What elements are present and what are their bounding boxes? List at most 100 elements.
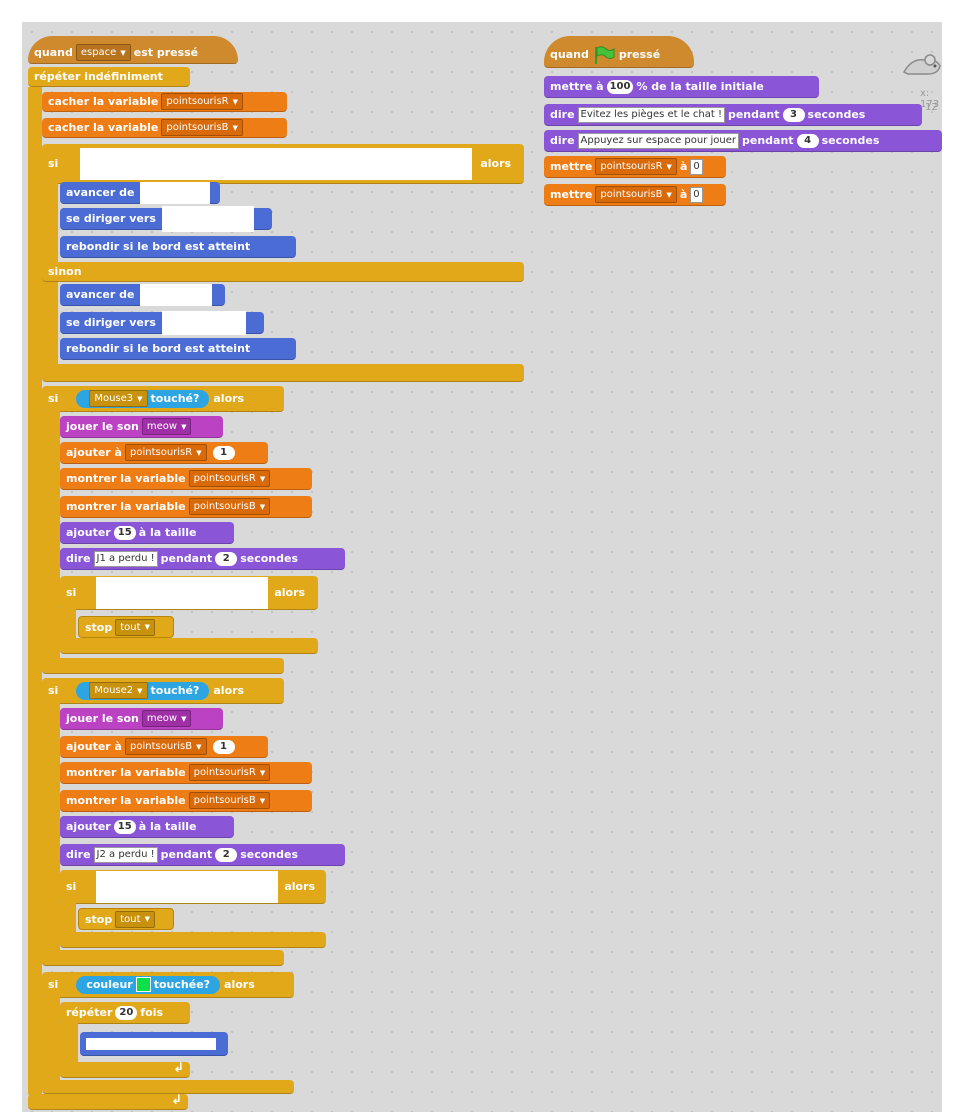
sound-dropdown[interactable]: meow▼ [141, 710, 192, 727]
if-block[interactable]: si alors [60, 870, 326, 904]
when-flag-clicked-hat-block[interactable]: quand pressé [544, 36, 694, 68]
hide-variable-block[interactable]: cacher la variable pointsourisR▼ [42, 92, 287, 112]
say-for-secs-block[interactable]: dire Evitez les pièges et le chat ! pend… [544, 104, 922, 126]
block-label-after: % de la taille initiale [636, 80, 764, 93]
direction-slot[interactable] [161, 205, 254, 232]
value-input[interactable]: 0 [690, 186, 703, 203]
change-variable-block[interactable]: ajouter à pointsourisB▼ 1 [60, 736, 268, 758]
condition-slot[interactable] [96, 870, 279, 903]
play-sound-block[interactable]: jouer le son meow▼ [60, 416, 223, 438]
secs-input[interactable]: 2 [215, 847, 238, 862]
variable-dropdown[interactable]: pointsourisR▼ [124, 444, 207, 461]
say-for-secs-block[interactable]: dire J1 a perdu ! pendant 2 secondes [60, 548, 345, 570]
block-label: avancer de [66, 288, 135, 301]
then-label: alors [224, 978, 255, 991]
variable-dropdown[interactable]: pointsourisR▼ [188, 764, 271, 781]
hide-variable-block[interactable]: cacher la variable pointsourisB▼ [42, 118, 287, 138]
size-input[interactable]: 15 [113, 525, 136, 540]
say-for-secs-block[interactable]: dire Appuyez sur espace pour jouer penda… [544, 130, 942, 152]
if-label: si [48, 684, 59, 697]
show-variable-block[interactable]: montrer la variable pointsourisR▼ [60, 468, 312, 490]
sprite-dropdown[interactable]: Mouse3▼ [89, 390, 148, 407]
say-for-secs-block[interactable]: dire J2 a perdu ! pendant 2 secondes [60, 844, 345, 866]
sound-dropdown[interactable]: meow▼ [141, 418, 192, 435]
steps-slot[interactable] [140, 283, 213, 306]
point-towards-block[interactable]: se diriger vers [60, 205, 272, 232]
stop-option-dropdown[interactable]: tout▼ [115, 910, 155, 928]
stop-block[interactable]: stop tout▼ [78, 616, 174, 638]
bounce-block[interactable]: rebondir si le bord est atteint [60, 236, 296, 258]
touching-color-block[interactable]: couleur touchée? [76, 975, 221, 994]
variable-dropdown[interactable]: pointsourisB▼ [161, 119, 243, 136]
condition-slot[interactable] [96, 576, 269, 609]
secs-input[interactable]: 2 [215, 551, 238, 566]
variable-dropdown[interactable]: pointsourisR▼ [161, 93, 243, 110]
say-text-input[interactable]: Evitez les pièges et le chat ! [577, 106, 725, 123]
dropdown-arrow-icon: ▼ [144, 915, 150, 923]
value-input[interactable]: 1 [212, 445, 235, 460]
show-variable-block[interactable]: montrer la variable pointsourisB▼ [60, 496, 312, 518]
say-text-input[interactable]: J1 a perdu ! [93, 550, 158, 567]
value-input[interactable]: 1 [212, 739, 235, 754]
sprite-dropdown[interactable]: Mouse2▼ [89, 682, 148, 699]
bounce-block[interactable]: rebondir si le bord est atteint [60, 338, 296, 360]
repeat-block[interactable]: répéter 20 fois [60, 1002, 190, 1024]
say-text-input[interactable]: J2 a perdu ! [93, 846, 158, 863]
point-towards-block[interactable]: se diriger vers [60, 310, 264, 335]
loop-arrow-icon: ↲ [171, 1093, 182, 1108]
secs-input[interactable]: 3 [782, 107, 805, 122]
when-key-pressed-hat-block[interactable]: quand espace▼ est pressé [28, 36, 238, 64]
size-input[interactable]: 100 [606, 79, 634, 94]
change-size-block[interactable]: ajouter 15 à la taille [60, 522, 234, 544]
condition-slot[interactable] [80, 147, 473, 180]
scripts-area[interactable]: quand espace▼ est pressé répéter indéfin… [22, 22, 942, 1112]
block-label: avancer de [66, 186, 135, 199]
value-input[interactable]: 0 [690, 158, 703, 175]
key-dropdown[interactable]: espace▼ [75, 44, 131, 61]
direction-slot[interactable] [161, 310, 246, 335]
set-variable-block[interactable]: mettre pointsourisR▼ à 0 [544, 156, 726, 178]
color-swatch[interactable] [135, 977, 151, 992]
move-steps-block[interactable]: avancer de [60, 283, 225, 306]
say-text-input[interactable]: Appuyez sur espace pour jouer [577, 132, 739, 149]
variable-dropdown[interactable]: pointsourisB▼ [188, 792, 271, 809]
size-input[interactable]: 15 [113, 819, 136, 834]
stop-block[interactable]: stop tout▼ [78, 908, 174, 930]
variable-dropdown[interactable]: pointsourisB▼ [595, 186, 677, 203]
forever-c-arm [28, 87, 42, 1097]
value-slot[interactable] [86, 1037, 216, 1050]
block-label: répéter [66, 1006, 113, 1019]
play-sound-block[interactable]: jouer le son meow▼ [60, 708, 223, 730]
if-block[interactable]: si Mouse2▼ touché? alors [42, 678, 284, 704]
if-else-block[interactable]: si alors [42, 144, 524, 184]
forever-block[interactable]: répéter indéfiniment [28, 67, 190, 87]
variable-dropdown[interactable]: pointsourisB▼ [124, 738, 207, 755]
stop-option-dropdown[interactable]: tout▼ [115, 618, 155, 636]
show-variable-block[interactable]: montrer la variable pointsourisR▼ [60, 762, 312, 784]
block-label: rebondir si le bord est atteint [66, 240, 251, 253]
if-block[interactable]: si couleur touchée? alors [42, 972, 294, 998]
dropdown-arrow-icon: ▼ [259, 768, 266, 777]
secs-input[interactable]: 4 [796, 133, 819, 148]
x-coordinate-readout: x: 173 [920, 88, 940, 110]
change-size-block[interactable]: ajouter 15 à la taille [60, 816, 234, 838]
set-size-block[interactable]: mettre à 100 % de la taille initiale [544, 76, 819, 98]
move-steps-block[interactable]: avancer de [60, 181, 220, 204]
set-variable-block[interactable]: mettre pointsourisB▼ à 0 [544, 184, 726, 206]
touching-sprite-block[interactable]: Mouse3▼ touché? [76, 389, 210, 408]
change-variable-block[interactable]: ajouter à pointsourisR▼ 1 [60, 442, 268, 464]
if-block[interactable]: si Mouse3▼ touché? alors [42, 386, 284, 412]
else-label: sinon [48, 265, 82, 278]
steps-slot[interactable] [140, 181, 211, 204]
variable-dropdown[interactable]: pointsourisR▼ [188, 470, 271, 487]
variable-dropdown[interactable]: pointsourisB▼ [188, 498, 271, 515]
block-label: stop [85, 620, 113, 634]
show-variable-block[interactable]: montrer la variable pointsourisB▼ [60, 790, 312, 812]
if-block[interactable]: si alors [60, 576, 318, 610]
touching-sprite-block[interactable]: Mouse2▼ touché? [76, 681, 210, 700]
motion-block[interactable] [80, 1032, 228, 1056]
variable-dropdown[interactable]: pointsourisR▼ [595, 158, 677, 175]
repeat-count-input[interactable]: 20 [115, 1005, 138, 1020]
dropdown-arrow-icon: ▼ [181, 422, 187, 431]
if-label: si [48, 392, 59, 405]
